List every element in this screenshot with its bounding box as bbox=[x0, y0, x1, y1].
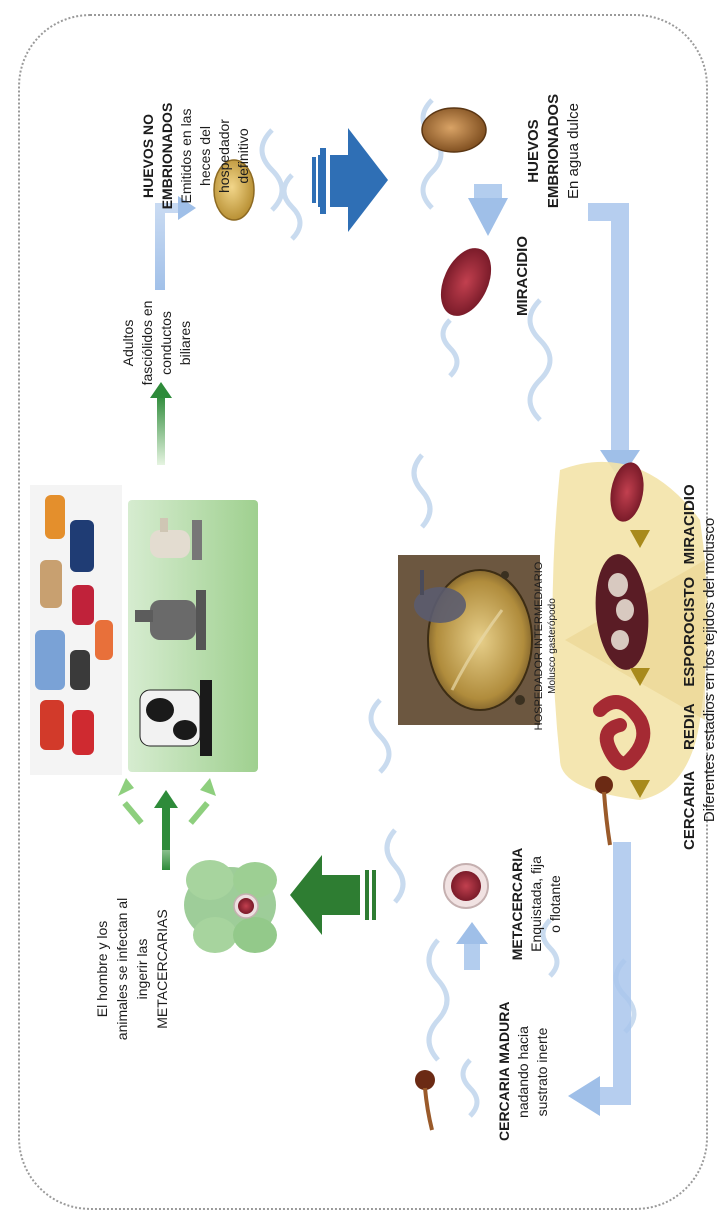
vaca bbox=[140, 680, 212, 756]
label-huevos-embrionados: HUEVOS EMBRIONADOS En agua dulce bbox=[524, 76, 586, 226]
arrow-to-miracidio bbox=[468, 184, 508, 236]
label-metacercaria: METACERCARIA Enquistada, fija o flotante bbox=[508, 842, 568, 966]
metacercaria-organismo bbox=[444, 864, 488, 908]
arrow-dark-green bbox=[290, 855, 376, 935]
huevo-embrionado bbox=[422, 108, 486, 152]
label-estadios: CERCARIA REDIA ESPOROCISTO MIRACIDIO Dif… bbox=[680, 490, 720, 850]
label-hombre-animales: El hombre y los animales se infectan al … bbox=[92, 869, 178, 1069]
snail-photo bbox=[398, 555, 540, 725]
planta-berro bbox=[184, 860, 277, 953]
animales-imagen bbox=[128, 500, 258, 772]
miracidio-organismo bbox=[431, 240, 501, 324]
label-adultos: Adultos fasciólidos en conductos biliare… bbox=[119, 263, 201, 423]
label-miracidio: MIRACIDIO bbox=[513, 231, 533, 321]
personas-imagen bbox=[30, 485, 122, 775]
label-hospedador-intermediario: HOSPEDADOR INTERMEDIARIO Molusco gasteró… bbox=[533, 551, 561, 741]
cercaria-madura-organismo bbox=[415, 1070, 435, 1130]
arrow-to-metacercaria bbox=[456, 922, 488, 970]
arrow-to-cercaria-madura bbox=[568, 842, 622, 1116]
estadios-nombres: CERCARIA REDIA ESPOROCISTO MIRACIDIO bbox=[680, 490, 700, 850]
label-cercaria-madura: CERCARIA MADURA nadando hacia sustrato i… bbox=[495, 1003, 555, 1141]
label-huevos-no-embrionados: HUEVOS NO EMBRIONADOS Emitidos en las he… bbox=[139, 57, 259, 255]
cercaria-en-molusco bbox=[595, 776, 613, 845]
arrow-dark-blue bbox=[312, 128, 388, 232]
arrow-to-hosts bbox=[118, 778, 216, 870]
arrow-to-molusco bbox=[588, 212, 640, 480]
